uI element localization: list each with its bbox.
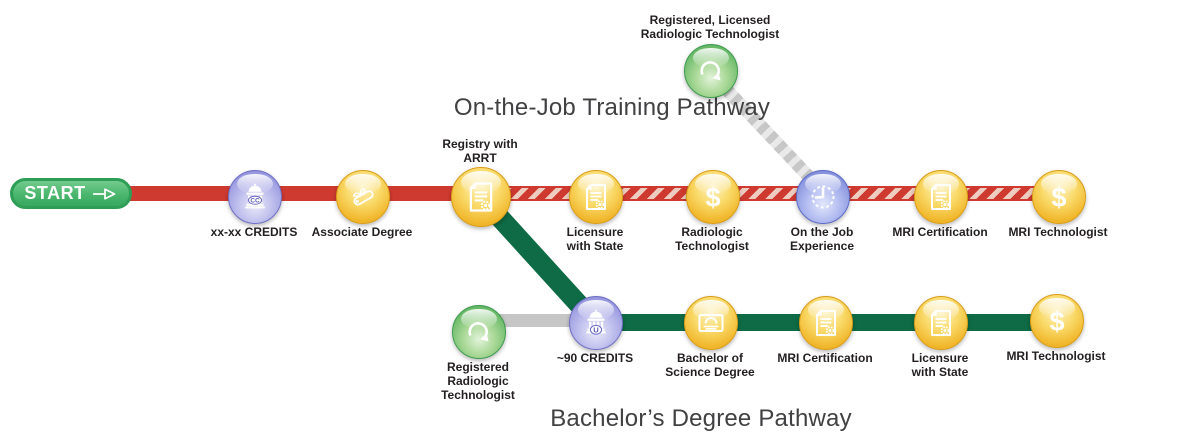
community-college-building-icon [228, 170, 282, 224]
node-label: MRI Certification [892, 225, 988, 239]
university-building-icon [569, 296, 623, 350]
node-label: xx-xx CREDITS [210, 225, 298, 239]
certified-document-icon [799, 296, 853, 350]
node-label: MRI Technologist [1008, 225, 1108, 239]
node-label: ~90 CREDITS [556, 351, 634, 365]
certified-document-icon [451, 167, 511, 227]
node-label: Registry with ARRT [442, 136, 518, 165]
node-label: Licensure with State [911, 351, 969, 380]
node-label: On the Job Experience [789, 225, 855, 254]
gray-solid-line [478, 314, 596, 327]
certificate-icon [684, 296, 738, 350]
node-label: Bachelor of Science Degree [665, 351, 755, 380]
node-label: Registered Radiologic Technologist [441, 360, 515, 403]
diploma-scroll-icon [336, 170, 390, 224]
start-button[interactable]: START [10, 178, 132, 209]
certified-document-icon [569, 170, 623, 224]
right-arrow-icon [92, 187, 115, 200]
dollar-icon [686, 170, 740, 224]
red-hatched-line [480, 186, 1058, 201]
curved-arrow-icon [452, 305, 506, 359]
dollar-icon [1032, 170, 1086, 224]
node-label: Associate Degree [311, 225, 413, 239]
certified-document-icon [914, 296, 968, 350]
node-label: MRI Certification [777, 351, 873, 365]
curved-arrow-icon [684, 44, 738, 98]
dollar-icon [1030, 294, 1084, 348]
top-pathway-title: On-the-Job Training Pathway [453, 94, 771, 121]
node-label: Registered, Licensed Radiologic Technolo… [640, 12, 780, 41]
node-label: MRI Technologist [1006, 349, 1106, 363]
node-label: Licensure with State [566, 225, 624, 254]
bottom-pathway-title: Bachelor’s Degree Pathway [550, 405, 852, 432]
clock-icon [796, 170, 850, 224]
certified-document-icon [914, 170, 968, 224]
start-button-label: START [24, 183, 86, 203]
node-label: Radiologic Technologist [675, 225, 749, 254]
